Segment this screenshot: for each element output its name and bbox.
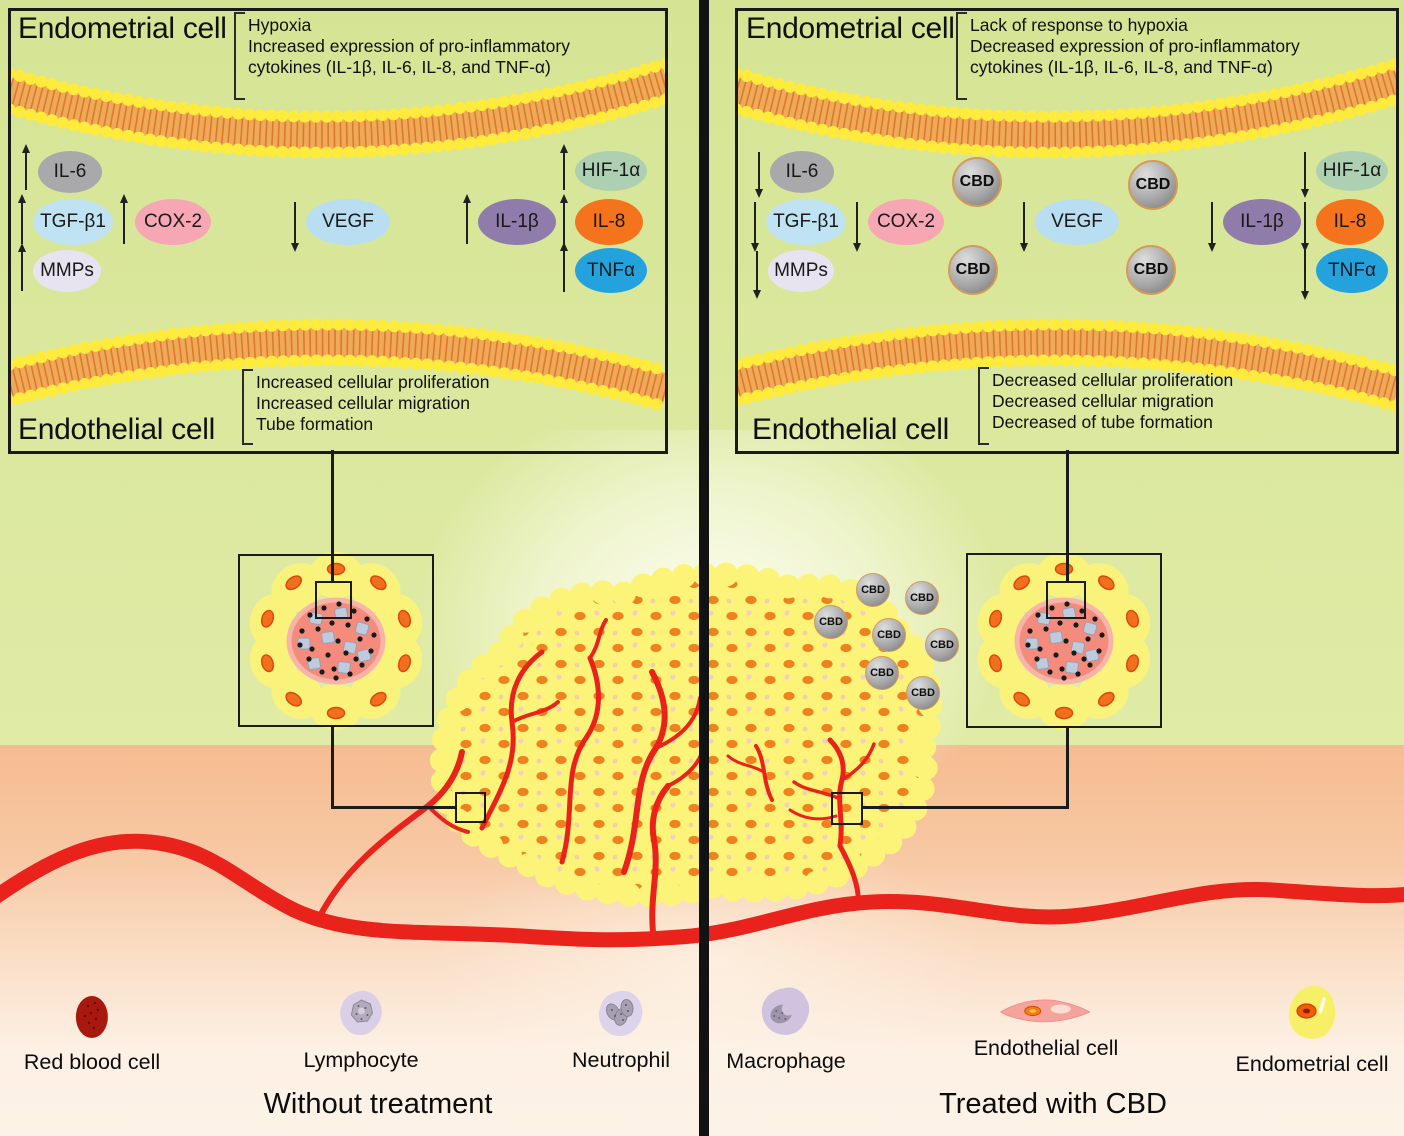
cbd-badge: CBD — [952, 157, 1002, 207]
cbd-particle: CBD — [905, 581, 939, 615]
cbd-particle: CBD — [814, 605, 848, 639]
blood-vessels — [0, 618, 1404, 948]
pill-mmps: MMPs — [33, 250, 101, 292]
bracket-glyph — [242, 369, 253, 445]
down-arrow-icon — [1019, 202, 1028, 252]
pill-vegf: VEGF — [306, 199, 390, 245]
pill-il6: IL-6 — [770, 151, 834, 193]
down-arrow-icon — [852, 202, 861, 252]
endometrial-cell-label-right: Endometrial cell — [746, 12, 955, 45]
legend-item-lymphocyte: Lymphocyte — [303, 988, 419, 1073]
zoom-target-right — [831, 792, 863, 825]
up-arrow-icon — [21, 144, 30, 190]
pill-tgfb1: TGF-β1 — [33, 199, 113, 245]
up-arrow-icon — [17, 194, 26, 244]
cbd-particle: CBD — [906, 676, 940, 710]
zoom-box-right — [966, 553, 1162, 728]
cbd-particle: CBD — [872, 618, 906, 652]
pill-il6: IL-6 — [38, 151, 102, 193]
cbd-particle: CBD — [925, 628, 959, 662]
caption-without-treatment: Without treatment — [263, 1088, 493, 1120]
main-vessel — [0, 833, 1404, 948]
down-arrow-icon — [750, 202, 759, 252]
down-arrow-icon — [754, 152, 763, 198]
cbd-badge: CBD — [948, 245, 998, 295]
pill-cox2: COX-2 — [135, 199, 211, 245]
up-arrow-icon — [17, 243, 26, 291]
macrophage-icon — [761, 987, 809, 1035]
endothelial-notes-left: Increased cellular proliferation Increas… — [256, 372, 490, 434]
neutrophil-icon — [598, 990, 643, 1037]
endometrial-notes-right: Lack of response to hypoxia Decreased ex… — [970, 15, 1300, 77]
pill-il1b: IL-1β — [478, 199, 556, 245]
pill-vegf: VEGF — [1035, 199, 1119, 245]
pill-hif1a: HIF-1α — [575, 151, 647, 191]
cbd-particle: CBD — [856, 573, 890, 607]
pill-tnfa: TNFα — [575, 248, 647, 293]
endothelial-notes-right: Decreased cellular proliferation Decreas… — [992, 370, 1234, 432]
cbd-badge: CBD — [1126, 245, 1176, 295]
cbd-particle: CBD — [865, 656, 899, 690]
legend-item-endothelial-cell: Endothelial cell — [974, 996, 1118, 1061]
legend-item-neutrophil: Neutrophil — [572, 988, 670, 1073]
endothelial-cell-icon — [1000, 999, 1091, 1023]
lymphocyte-icon — [339, 990, 382, 1036]
cbd-badge: CBD — [1128, 160, 1178, 210]
endometrial-cell-label-left: Endometrial cell — [18, 12, 227, 45]
up-arrow-icon — [559, 144, 568, 190]
endometrial-notes-left: Hypoxia Increased expression of pro-infl… — [248, 15, 570, 77]
down-arrow-icon — [752, 251, 761, 299]
pill-il8: IL-8 — [1316, 199, 1384, 245]
down-arrow-icon — [1207, 202, 1216, 252]
legend-item-macrophage: Macrophage — [726, 985, 846, 1074]
zoom-inset-right — [1046, 581, 1086, 619]
zoom-box-left — [238, 554, 434, 727]
connector-left-down — [331, 726, 334, 808]
pill-il8: IL-8 — [575, 199, 643, 245]
connector-right-top — [1066, 450, 1069, 583]
up-arrow-icon — [559, 194, 568, 244]
pill-hif1a: HIF-1α — [1316, 151, 1388, 191]
pill-il1b: IL-1β — [1223, 199, 1301, 245]
pill-tgfb1: TGF-β1 — [766, 199, 846, 245]
connector-left-top — [331, 450, 334, 583]
pill-mmps: MMPs — [768, 250, 834, 292]
endothelial-cell-label-left: Endothelial cell — [18, 413, 215, 446]
down-arrow-icon — [1300, 250, 1309, 300]
endothelial-cell-label-right: Endothelial cell — [752, 413, 949, 446]
legend-item-red-blood-cell: Red blood cell — [24, 992, 160, 1075]
up-arrow-icon — [119, 194, 128, 244]
zoom-inset-left — [315, 581, 352, 619]
connector-right-down — [1066, 727, 1069, 808]
red-blood-cell-icon — [75, 996, 108, 1038]
bracket-glyph — [956, 12, 967, 100]
connector-right-horizontal — [861, 806, 1069, 809]
zoom-target-left — [455, 792, 486, 823]
down-arrow-icon — [1300, 152, 1309, 198]
bracket-glyph — [978, 367, 989, 445]
down-arrow-icon — [290, 202, 299, 252]
caption-treated-with-cbd: Treated with CBD — [939, 1088, 1167, 1120]
endometrial-cell-icon — [1289, 985, 1336, 1039]
bracket-glyph — [234, 12, 245, 100]
up-arrow-icon — [462, 194, 471, 244]
pill-tnfa: TNFα — [1316, 248, 1388, 293]
down-arrow-icon — [1300, 202, 1309, 252]
legend-item-endometrial-cell: Endometrial cell — [1236, 982, 1388, 1077]
pill-cox2: COX-2 — [868, 199, 944, 245]
connector-left-horizontal — [331, 806, 457, 809]
up-arrow-icon — [559, 242, 568, 292]
panel-divider — [699, 0, 709, 1136]
